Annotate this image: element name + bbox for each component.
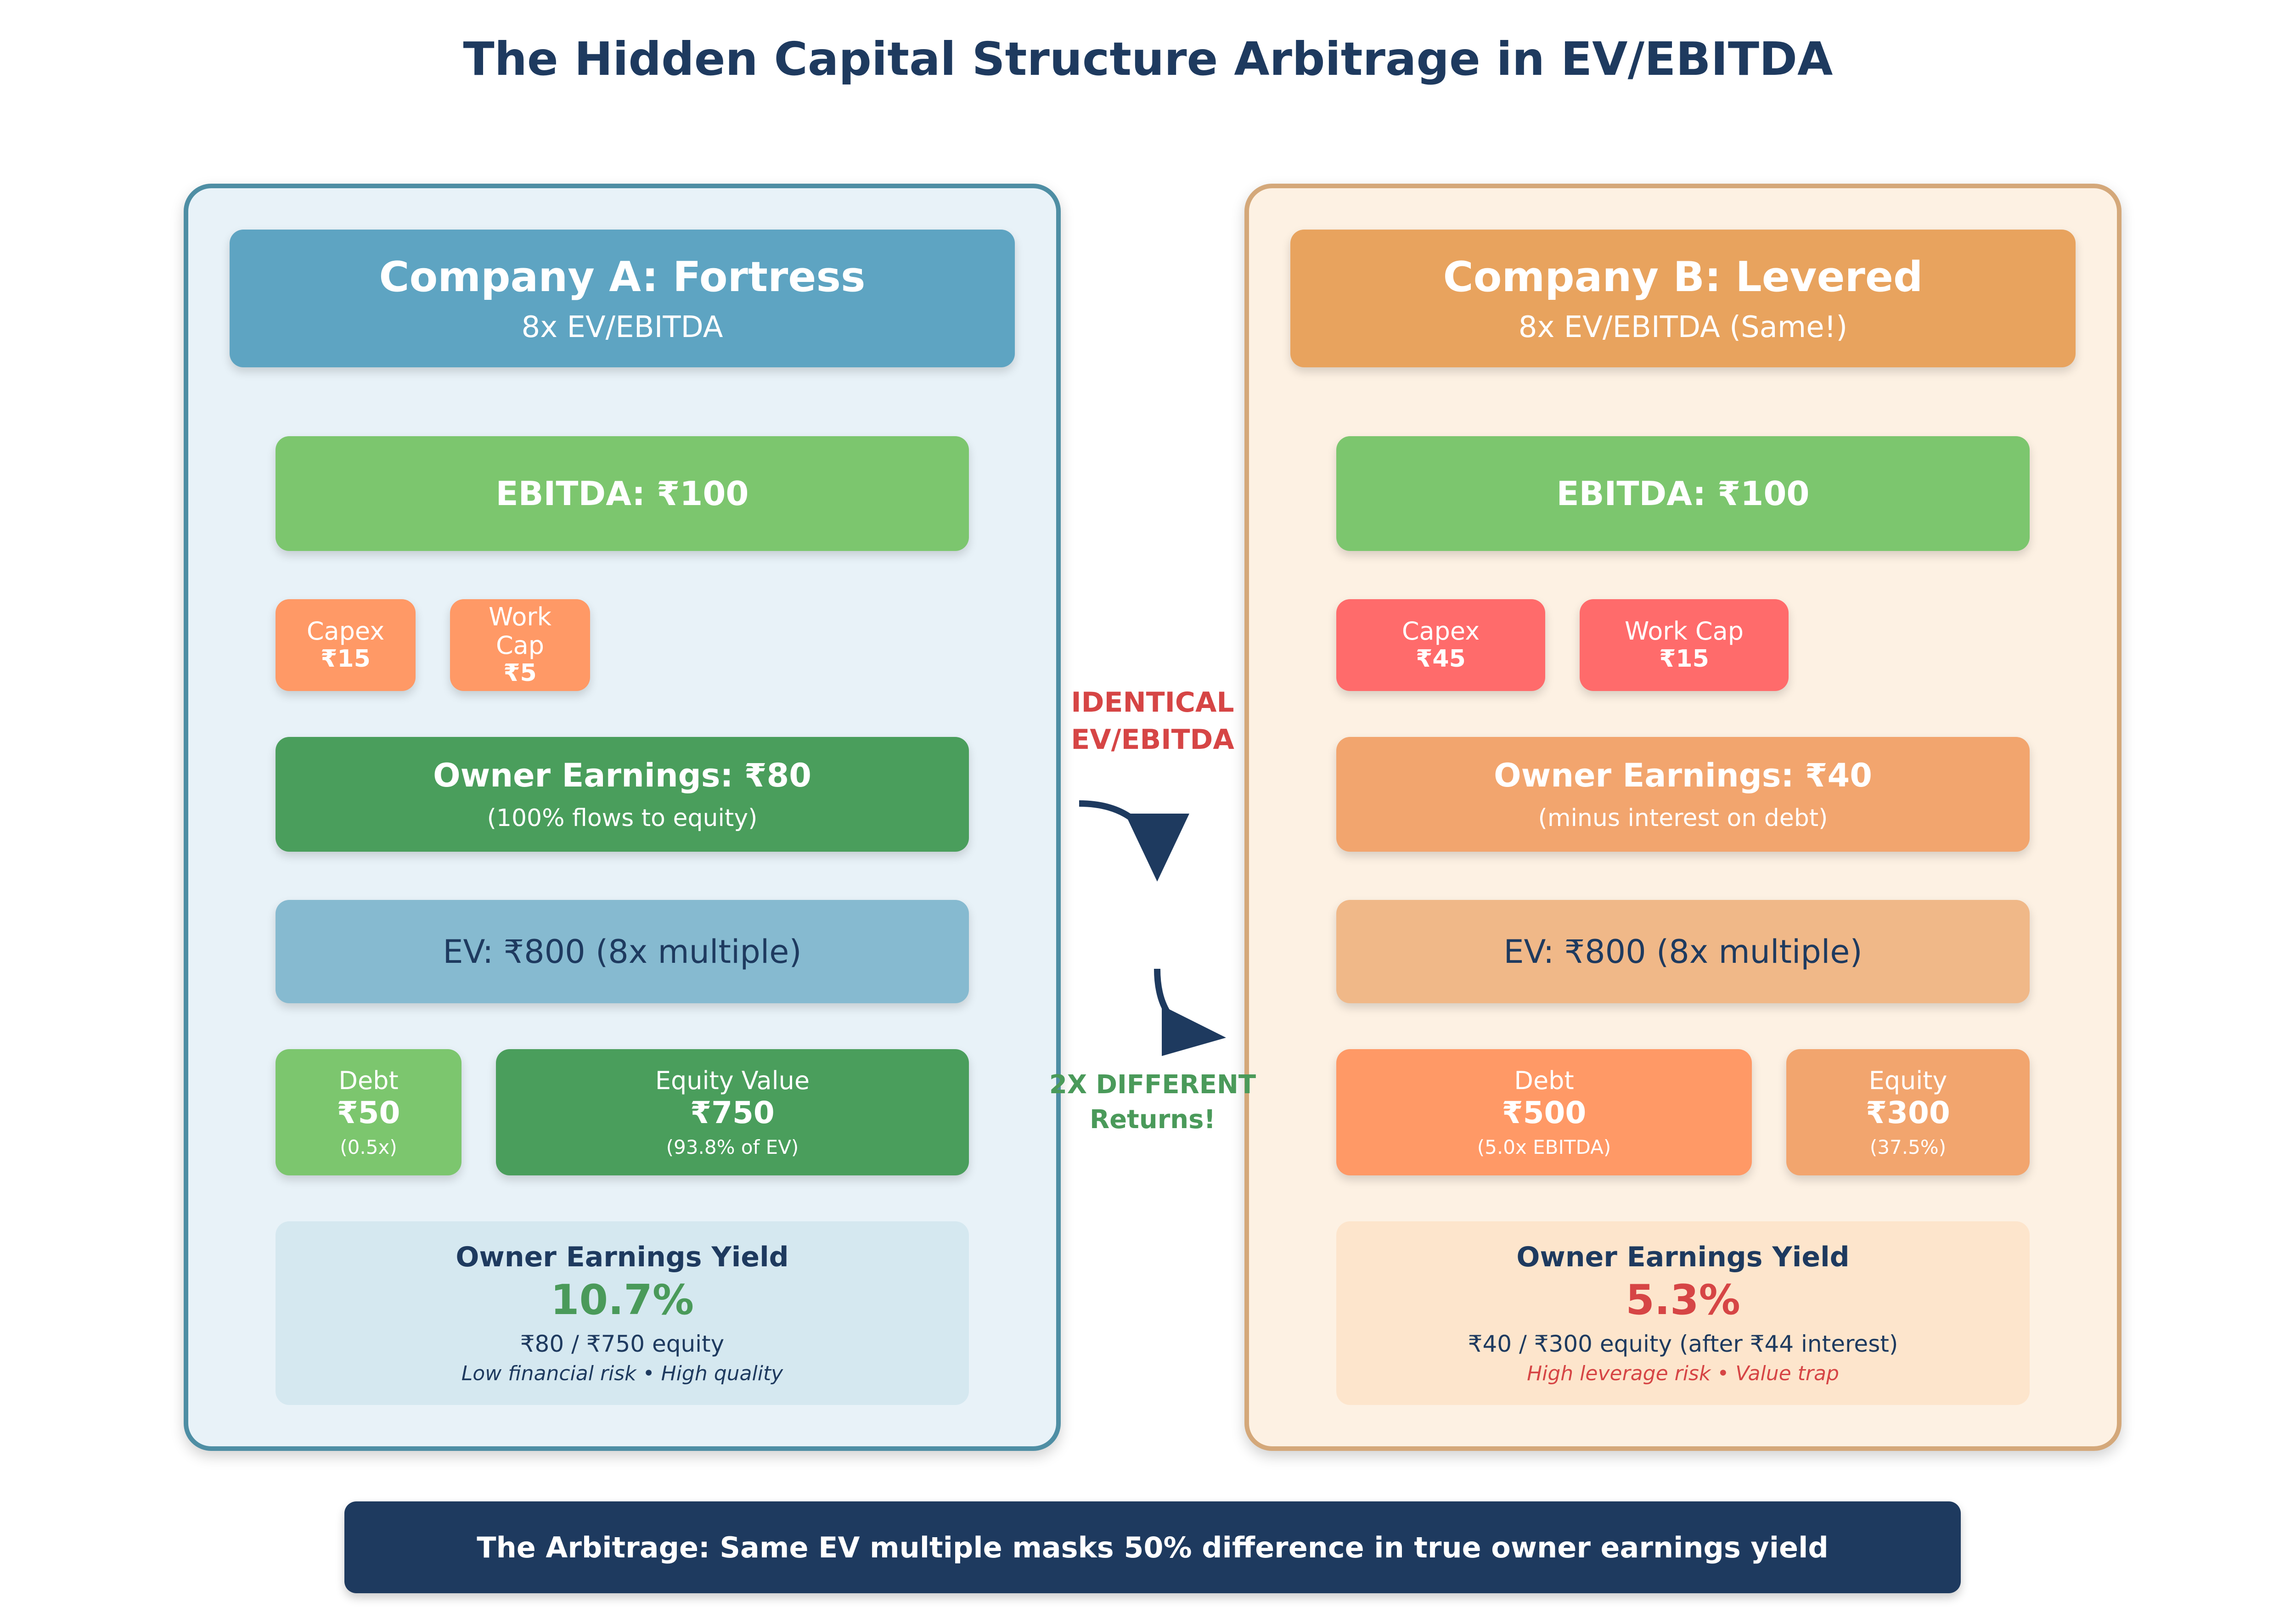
company-a-debt-value: ₹50 <box>337 1095 400 1130</box>
company-b-yield-value: 5.3% <box>1626 1276 1740 1324</box>
company-b-subtitle: 8x EV/EBITDA (Same!) <box>1518 310 1848 344</box>
company-a-workcap-value: ₹5 <box>503 659 537 687</box>
company-b-ev-box: EV: ₹800 (8x multiple) <box>1336 900 2030 1003</box>
company-a-capex-value: ₹15 <box>321 645 371 673</box>
company-b-ev: EV: ₹800 (8x multiple) <box>1503 933 1863 971</box>
different-label-line2: Returns! <box>1089 1104 1216 1135</box>
company-a-yield-risk: Low financial risk • High quality <box>461 1362 783 1385</box>
company-b-workcap-box: Work Cap ₹15 <box>1580 599 1789 691</box>
identical-multiple-label: IDENTICAL EV/EBITDA <box>1052 684 1254 759</box>
company-a-yield-box: Owner Earnings Yield 10.7% ₹80 / ₹750 eq… <box>276 1221 969 1405</box>
company-b-yield-formula: ₹40 / ₹300 equity (after ₹44 interest) <box>1468 1331 1898 1357</box>
different-label-line1: 2X DIFFERENT <box>1049 1070 1256 1100</box>
company-a-equity-box: Equity Value ₹750 (93.8% of EV) <box>496 1049 969 1175</box>
company-a-workcap-label: Work Cap <box>489 602 551 660</box>
company-a-equity-value: ₹750 <box>690 1095 775 1130</box>
company-b-ebitda-box: EBITDA: ₹100 <box>1336 436 2030 551</box>
company-a-debt-box: Debt ₹50 (0.5x) <box>276 1049 461 1175</box>
company-a-yield-formula: ₹80 / ₹750 equity <box>520 1331 725 1357</box>
comparison-arrows <box>1079 800 1226 1056</box>
arbitrage-summary-text: The Arbitrage: Same EV multiple masks 50… <box>477 1530 1829 1564</box>
page-title: The Hidden Capital Structure Arbitrage i… <box>463 32 1833 86</box>
company-a-owner-earnings-box: Owner Earnings: ₹80 (100% flows to equit… <box>276 737 969 852</box>
company-a-owner-note: (100% flows to equity) <box>487 804 758 832</box>
company-b-equity-box: Equity ₹300 (37.5%) <box>1786 1049 2030 1175</box>
arrow-bottom-head-icon <box>1162 1006 1226 1056</box>
company-b-workcap-label: Work Cap <box>1625 617 1744 646</box>
company-b-debt-label: Debt <box>1514 1066 1574 1095</box>
company-a-equity-note: (93.8% of EV) <box>666 1136 799 1158</box>
identical-label-line1: IDENTICAL <box>1071 686 1234 719</box>
company-a-subtitle: 8x EV/EBITDA <box>521 310 723 344</box>
identical-label-line2: EV/EBITDA <box>1071 724 1234 756</box>
company-a-ebitda-box: EBITDA: ₹100 <box>276 436 969 551</box>
arrow-top-head-icon <box>1125 814 1189 882</box>
company-a-debt-note: (0.5x) <box>340 1136 397 1158</box>
company-b-ebitda: EBITDA: ₹100 <box>1556 474 1810 513</box>
company-b-equity-label: Equity <box>1868 1066 1947 1095</box>
company-b-yield-title: Owner Earnings Yield <box>1516 1241 1850 1273</box>
company-b-capex-label: Capex <box>1401 617 1480 646</box>
company-b-workcap-value: ₹15 <box>1659 645 1709 673</box>
company-a-capex-label: Capex <box>306 617 385 646</box>
company-b-owner-earnings: Owner Earnings: ₹40 <box>1494 757 1872 794</box>
company-a-yield-value: 10.7% <box>550 1276 694 1324</box>
company-a-yield-title: Owner Earnings Yield <box>456 1241 789 1273</box>
company-a-debt-label: Debt <box>338 1066 399 1095</box>
company-b-debt-note: (5.0x EBITDA) <box>1477 1136 1611 1158</box>
company-a-ev: EV: ₹800 (8x multiple) <box>443 933 802 971</box>
company-a-equity-label: Equity Value <box>655 1066 810 1095</box>
company-a-title: Company A: Fortress <box>379 253 866 301</box>
company-b-owner-earnings-box: Owner Earnings: ₹40 (minus interest on d… <box>1336 737 2030 852</box>
company-b-debt-value: ₹500 <box>1502 1095 1587 1130</box>
company-b-yield-box: Owner Earnings Yield 5.3% ₹40 / ₹300 equ… <box>1336 1221 2030 1405</box>
company-a-workcap-box: Work Cap ₹5 <box>450 599 590 691</box>
company-b-equity-value: ₹300 <box>1866 1095 1950 1130</box>
arbitrage-summary-bar: The Arbitrage: Same EV multiple masks 50… <box>344 1501 1961 1593</box>
company-b-capex-box: Capex ₹45 <box>1336 599 1545 691</box>
company-b-capex-value: ₹45 <box>1416 645 1466 673</box>
company-a-capex-box: Capex ₹15 <box>276 599 416 691</box>
company-b-yield-risk: High leverage risk • Value trap <box>1527 1362 1839 1385</box>
company-b-debt-box: Debt ₹500 (5.0x EBITDA) <box>1336 1049 1752 1175</box>
company-b-title: Company B: Levered <box>1443 253 1923 301</box>
company-a-ebitda: EBITDA: ₹100 <box>495 474 749 513</box>
company-b-equity-note: (37.5%) <box>1869 1136 1947 1158</box>
company-b-header: Company B: Levered 8x EV/EBITDA (Same!) <box>1290 230 2076 367</box>
different-returns-label: 2X DIFFERENT Returns! <box>1033 1068 1272 1137</box>
company-a-header: Company A: Fortress 8x EV/EBITDA <box>230 230 1015 367</box>
company-b-owner-note: (minus interest on debt) <box>1538 804 1828 832</box>
company-a-ev-box: EV: ₹800 (8x multiple) <box>276 900 969 1003</box>
company-a-owner-earnings: Owner Earnings: ₹80 <box>433 757 811 794</box>
